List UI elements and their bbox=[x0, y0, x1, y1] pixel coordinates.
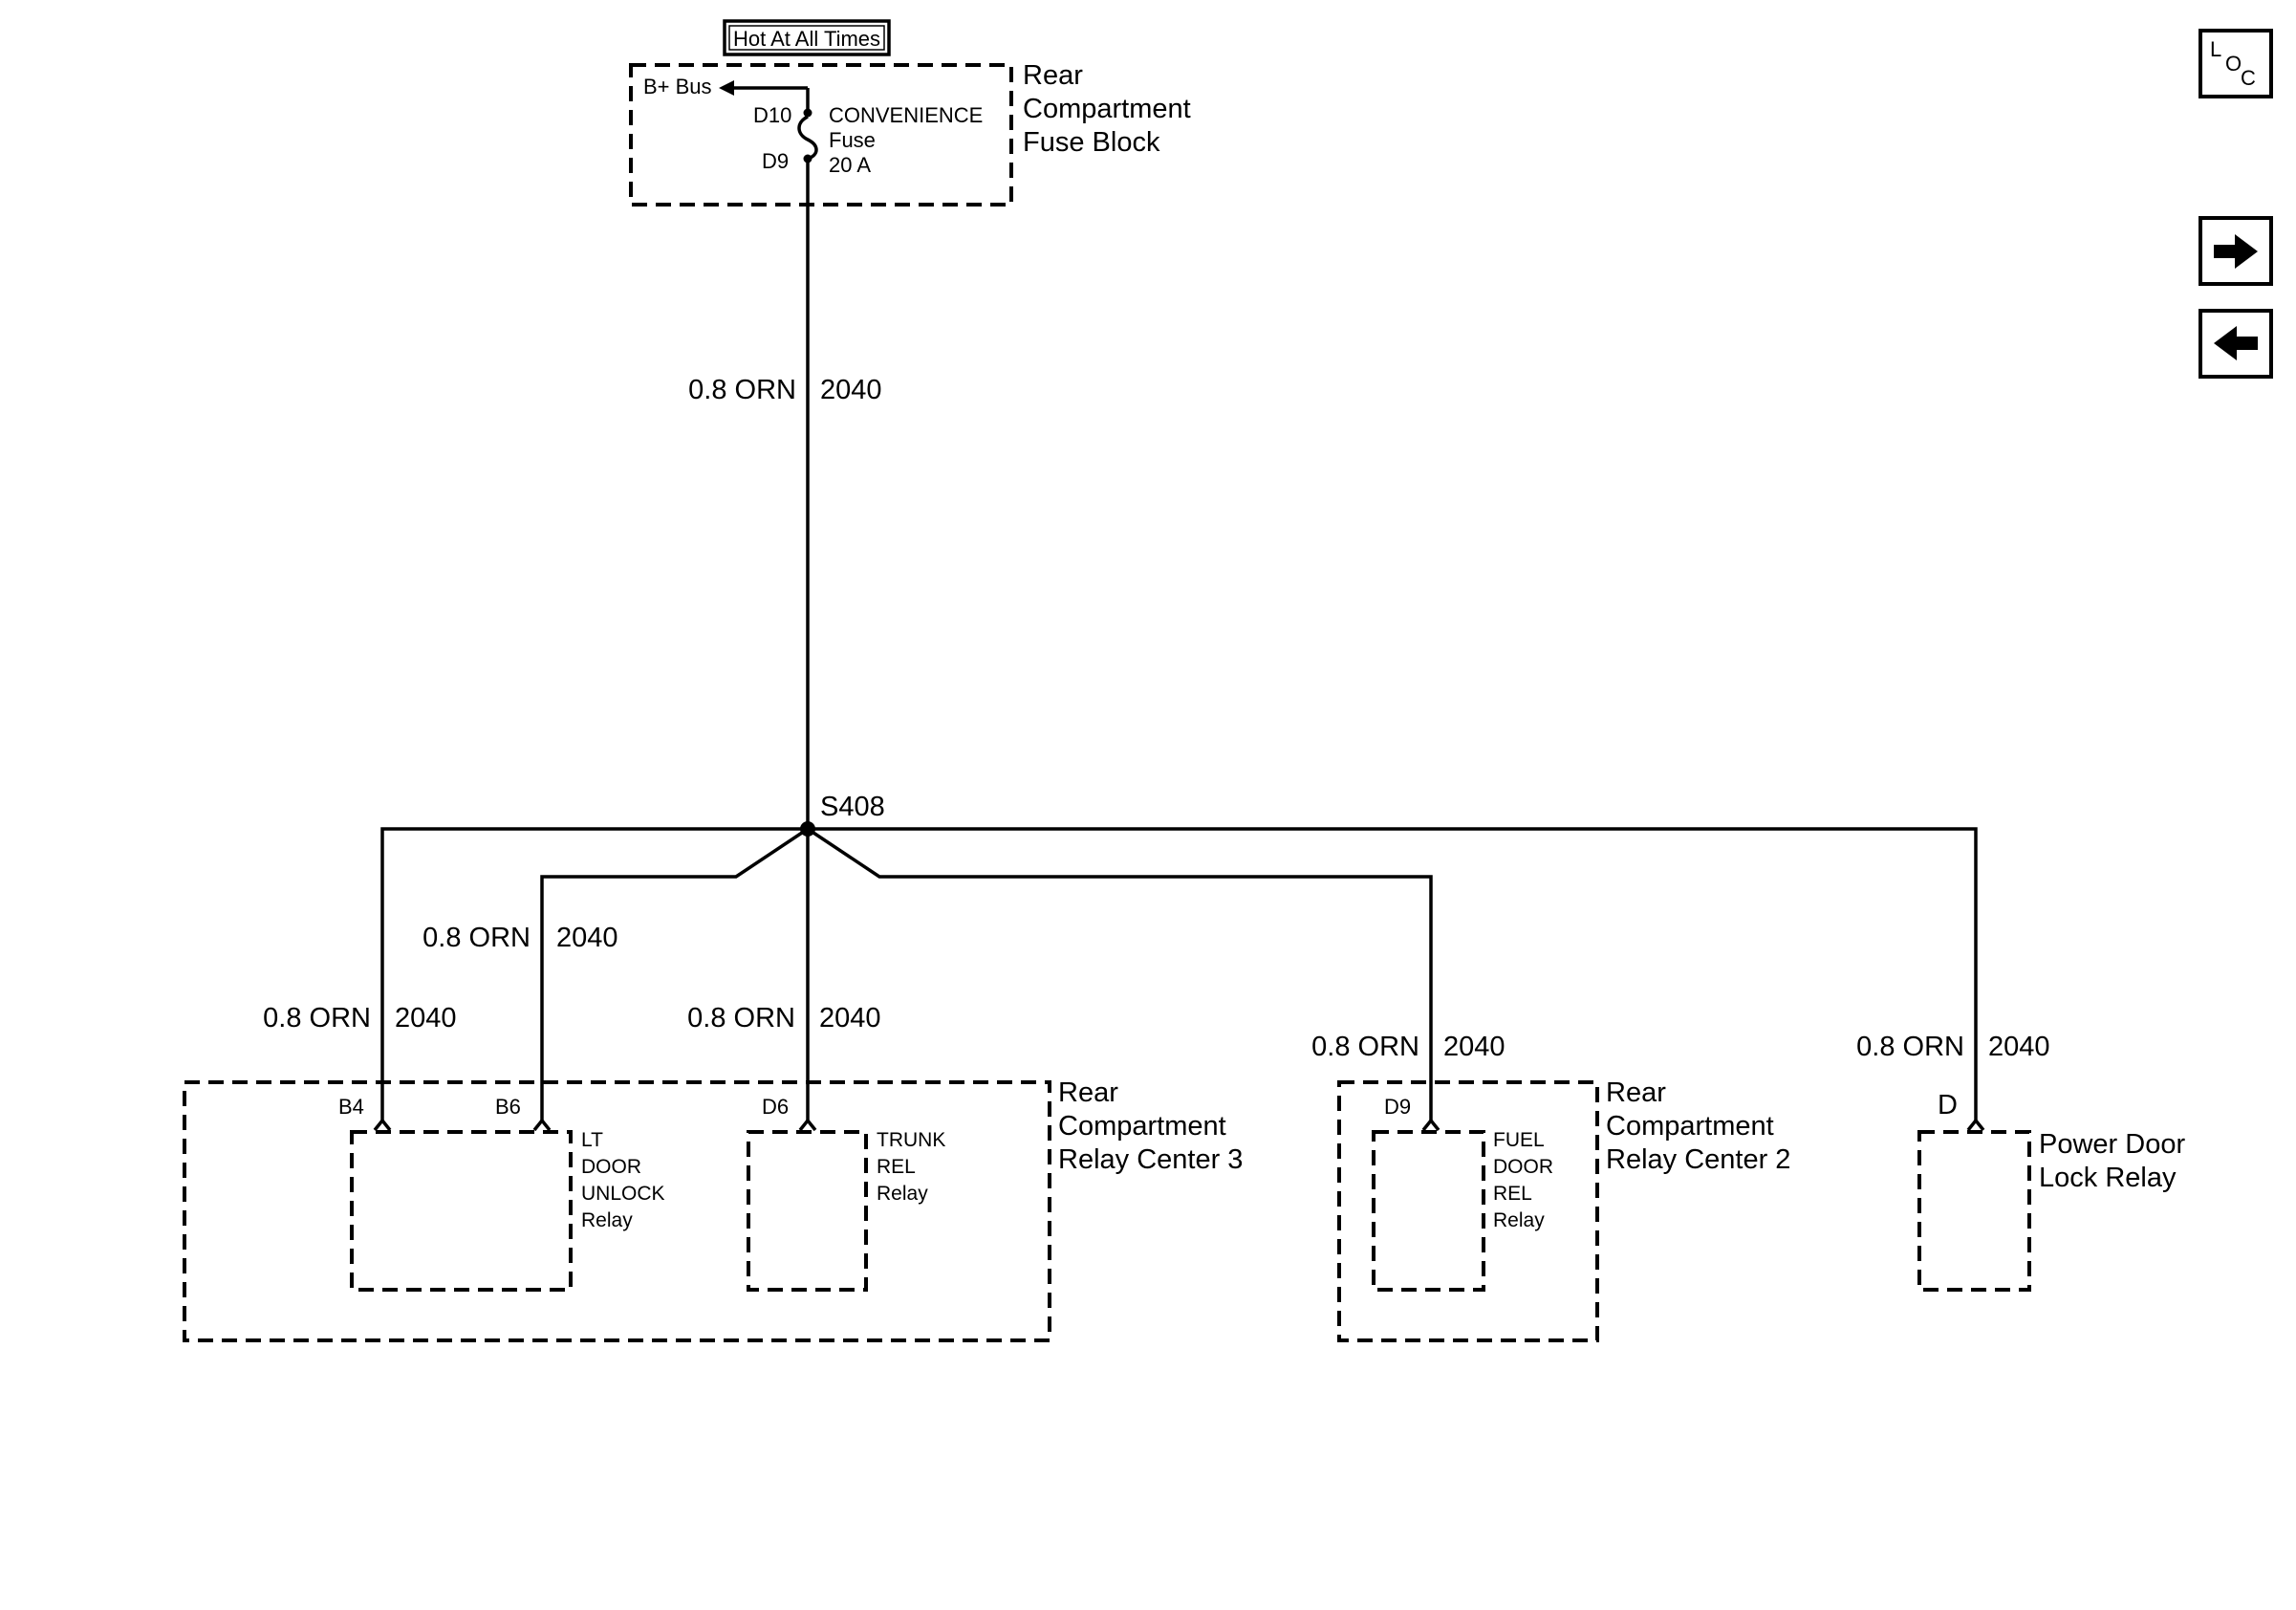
terminal-b6-icon bbox=[532, 1118, 552, 1132]
b6-wire-circuit: 2040 bbox=[556, 923, 618, 953]
main-wire-circuit: 2040 bbox=[820, 375, 882, 405]
pin-d: D bbox=[1938, 1090, 1958, 1120]
prev-page-button[interactable] bbox=[2199, 309, 2273, 379]
bus-label: B+ Bus bbox=[643, 75, 712, 98]
fuel-door-rel-relay-outline bbox=[1372, 1130, 1485, 1292]
fuse-name-line-2: Fuse bbox=[829, 128, 876, 152]
fuse-pin-top-dot bbox=[803, 108, 812, 118]
fuse-name-line-1: CONVENIENCE bbox=[829, 103, 983, 127]
lt-door-relay-line-1: LT bbox=[581, 1129, 603, 1151]
trunk-relay-line-3: Relay bbox=[877, 1183, 928, 1205]
b4-wire-gauge: 0.8 ORN bbox=[263, 1003, 371, 1033]
fuse-block-title-3: Fuse Block bbox=[1023, 127, 1160, 158]
trunk-relay-line-1: TRUNK bbox=[877, 1129, 945, 1151]
fuse-block-title-2: Compartment bbox=[1023, 94, 1191, 124]
fuse-pin-top: D10 bbox=[753, 103, 791, 127]
pin-b6: B6 bbox=[495, 1095, 521, 1119]
b6-wire-gauge: 0.8 ORN bbox=[422, 923, 531, 953]
terminal-d-icon bbox=[1966, 1118, 1985, 1132]
relay-center-2-title-1: Rear bbox=[1606, 1077, 1666, 1108]
bus-arrow-icon bbox=[719, 80, 734, 96]
power-lock-wire-gauge: 0.8 ORN bbox=[1856, 1032, 1964, 1062]
lt-door-unlock-relay-outline bbox=[350, 1130, 573, 1292]
fuel-wire-circuit: 2040 bbox=[1443, 1032, 1505, 1062]
fuel-relay-line-2: DOOR bbox=[1493, 1156, 1553, 1178]
next-page-button[interactable] bbox=[2199, 216, 2273, 286]
loc-glyph-l: L bbox=[2210, 37, 2221, 61]
power-door-lock-title-1: Power Door bbox=[2039, 1129, 2185, 1160]
relay-center-3-title-2: Compartment bbox=[1058, 1111, 1226, 1142]
relay-center-2-title-3: Relay Center 2 bbox=[1606, 1144, 1790, 1175]
power-door-lock-relay-outline bbox=[1917, 1130, 2031, 1292]
fuse-symbol-icon bbox=[797, 115, 818, 161]
hot-at-all-times-label: Hot At All Times bbox=[723, 19, 891, 56]
location-button[interactable]: L O C bbox=[2199, 29, 2273, 98]
relay-center-2-title-2: Compartment bbox=[1606, 1111, 1774, 1142]
fuse-name-line-3: 20 A bbox=[829, 153, 871, 177]
trunk-relay-line-2: REL bbox=[877, 1156, 916, 1178]
power-door-lock-title-2: Lock Relay bbox=[2039, 1163, 2177, 1193]
fuse-pin-bottom: D9 bbox=[762, 149, 789, 173]
fuel-wire-gauge: 0.8 ORN bbox=[1311, 1032, 1419, 1062]
power-lock-wire-circuit: 2040 bbox=[1988, 1032, 2050, 1062]
d6-wire-circuit: 2040 bbox=[819, 1003, 881, 1033]
lt-door-relay-line-2: DOOR bbox=[581, 1156, 641, 1178]
terminal-b4-icon bbox=[373, 1118, 392, 1132]
pin-d9: D9 bbox=[1384, 1095, 1411, 1119]
b6-branch-wire bbox=[540, 827, 809, 1120]
fuel-branch-wire bbox=[807, 827, 1433, 1120]
loc-glyph-c: C bbox=[2241, 66, 2256, 90]
main-wire-gauge: 0.8 ORN bbox=[688, 375, 796, 405]
connector-terminals bbox=[373, 1118, 1985, 1132]
splice-label: S408 bbox=[820, 792, 885, 822]
hot-label-text: Hot At All Times bbox=[733, 27, 880, 51]
relay-center-2-outline bbox=[1337, 1080, 1599, 1342]
fuel-relay-line-4: Relay bbox=[1493, 1209, 1545, 1231]
terminal-d9-icon bbox=[1421, 1118, 1440, 1132]
fuel-relay-line-1: FUEL bbox=[1493, 1129, 1545, 1151]
trunk-rel-relay-outline bbox=[747, 1130, 868, 1292]
d6-wire-gauge: 0.8 ORN bbox=[687, 1003, 795, 1033]
fuse-block-title-1: Rear bbox=[1023, 60, 1083, 91]
fuel-relay-line-3: REL bbox=[1493, 1183, 1532, 1205]
b4-wire-circuit: 2040 bbox=[395, 1003, 457, 1033]
relay-center-3-title-3: Relay Center 3 bbox=[1058, 1144, 1243, 1175]
pin-b4: B4 bbox=[338, 1095, 364, 1119]
terminal-d6-icon bbox=[798, 1118, 817, 1132]
outer-branch-wire bbox=[380, 827, 1978, 1120]
loc-glyph-o: O bbox=[2225, 52, 2242, 76]
lt-door-relay-line-3: UNLOCK bbox=[581, 1183, 665, 1205]
right-arrow-icon bbox=[2214, 234, 2258, 269]
relay-center-3-title-1: Rear bbox=[1058, 1077, 1118, 1108]
left-arrow-icon bbox=[2214, 326, 2258, 360]
pin-d6: D6 bbox=[762, 1095, 789, 1119]
relay-center-3-outline bbox=[183, 1080, 1051, 1342]
fuse-block-outline bbox=[629, 63, 1013, 207]
lt-door-relay-line-4: Relay bbox=[581, 1209, 633, 1231]
